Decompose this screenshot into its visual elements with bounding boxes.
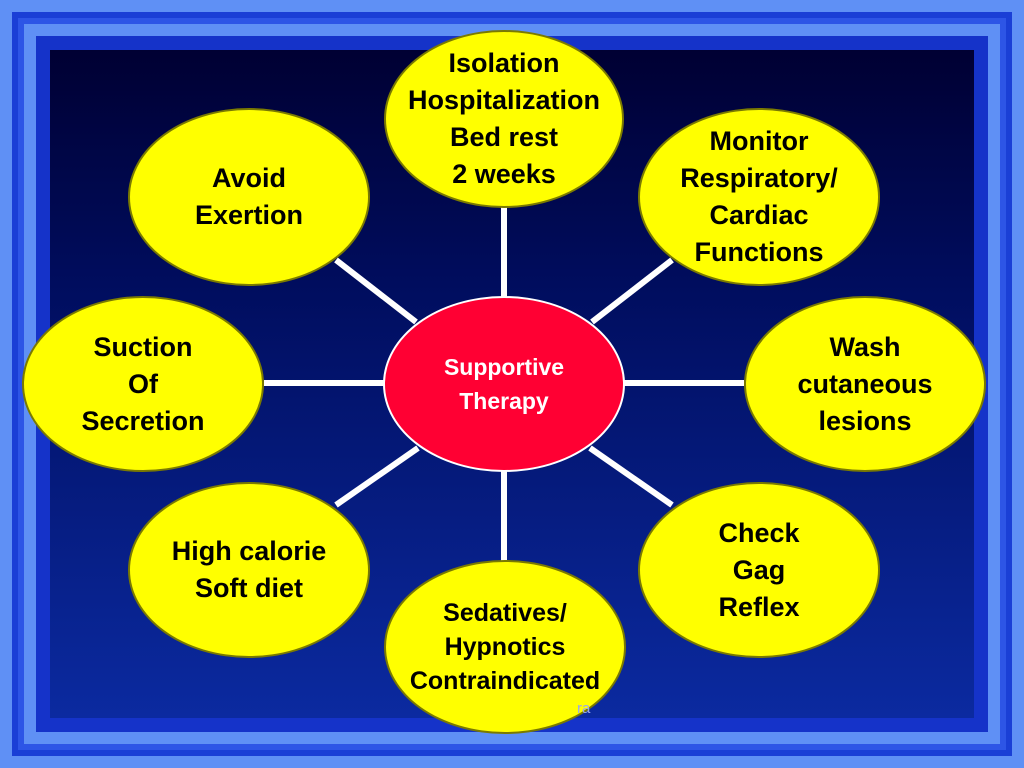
hub-label: Supportive Therapy: [443, 354, 565, 414]
node-check-gag: Check Gag Reflex: [638, 482, 880, 658]
node-avoid-exertion-label: Avoid Exertion: [194, 163, 304, 230]
node-sedatives-label: Sedatives/ Hypnotics Contraindicated: [409, 599, 601, 695]
node-high-calorie: High calorie Soft diet: [128, 482, 370, 658]
node-isolation: Isolation Hospitalization Bed rest 2 wee…: [384, 30, 624, 208]
node-avoid-exertion: Avoid Exertion: [128, 108, 370, 286]
node-monitor: Monitor Respiratory/ Cardiac Functions: [638, 108, 880, 286]
node-suction-label: Suction Of Secretion: [81, 331, 205, 436]
connector-high-calorie: [334, 445, 420, 508]
node-check-gag-label: Check Gag Reflex: [718, 517, 800, 622]
footer-text-fragment: ra: [577, 700, 591, 717]
connector-check-gag: [588, 445, 674, 508]
node-isolation-label: Isolation Hospitalization Bed rest 2 wee…: [407, 48, 600, 189]
node-monitor-label: Monitor Respiratory/ Cardiac Functions: [680, 126, 838, 267]
node-high-calorie-label: High calorie Soft diet: [171, 536, 327, 603]
node-suction: Suction Of Secretion: [22, 296, 264, 472]
connector-monitor: [590, 257, 674, 325]
connector-avoid-exertion: [334, 257, 418, 325]
node-wash: Wash cutaneous lesions: [744, 296, 986, 472]
node-sedatives: Sedatives/ Hypnotics Contraindicated: [384, 560, 626, 734]
node-wash-label: Wash cutaneous lesions: [797, 331, 933, 436]
hub-supportive-therapy: Supportive Therapy: [383, 296, 625, 472]
